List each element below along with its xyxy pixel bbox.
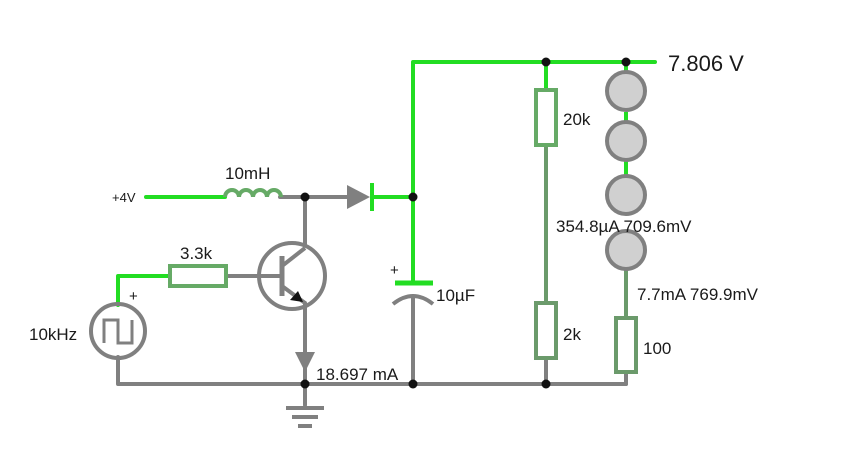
base-resistor-label: 3.3k	[180, 244, 213, 263]
junction-node	[541, 379, 551, 389]
junction-node	[300, 192, 310, 202]
resistor-20k-label: 20k	[563, 110, 591, 129]
divider-current-readout: 354.8µA 709.6mV	[556, 217, 692, 236]
capacitor-label: 10µF	[436, 286, 475, 305]
ground-rail[interactable]	[116, 355, 628, 386]
ground-current-readout: 18.697 mA	[316, 365, 399, 384]
supply-voltage-label: +4V	[112, 190, 136, 205]
source-to-base-resistor[interactable]	[116, 274, 172, 307]
resistor-100[interactable]	[614, 316, 638, 374]
junction-node	[541, 57, 551, 67]
led-2[interactable]	[605, 120, 647, 162]
led-current-readout: 7.7mA 769.9mV	[637, 285, 759, 304]
ground-icon	[286, 406, 324, 428]
junction-nodes	[300, 57, 631, 389]
junction-node	[621, 57, 631, 67]
output-voltage-readout: 7.806 V	[668, 51, 744, 76]
junction-node	[300, 379, 310, 389]
led-1[interactable]	[605, 70, 647, 112]
high-voltage-net	[116, 60, 657, 307]
junction-node	[408, 379, 418, 389]
current-arrow-icon	[295, 352, 315, 372]
resistor-2k-label: 2k	[563, 325, 581, 344]
led-string	[605, 70, 647, 271]
output-rail-top[interactable]	[411, 60, 657, 283]
capacitor-10uf[interactable]	[391, 280, 435, 306]
led-4[interactable]	[605, 229, 647, 271]
inductor-label: 10mH	[225, 164, 270, 183]
square-wave-source-icon[interactable]	[89, 302, 147, 360]
cap-plus-label: +	[390, 262, 399, 279]
resistor-20k[interactable]	[534, 88, 558, 147]
diode-icon[interactable]	[347, 183, 374, 211]
inductor-10mh[interactable]	[223, 188, 283, 198]
resistor-3.3k[interactable]	[168, 264, 228, 288]
source-plus-label: +	[129, 288, 138, 305]
resistor-2k[interactable]	[534, 301, 558, 360]
led-3[interactable]	[605, 174, 647, 216]
resistor-100-label: 100	[643, 339, 671, 358]
source-frequency-label: 10kHz	[29, 325, 77, 344]
npn-transistor-icon[interactable]	[257, 241, 327, 311]
ground-net	[116, 143, 628, 407]
junction-node	[408, 192, 418, 202]
